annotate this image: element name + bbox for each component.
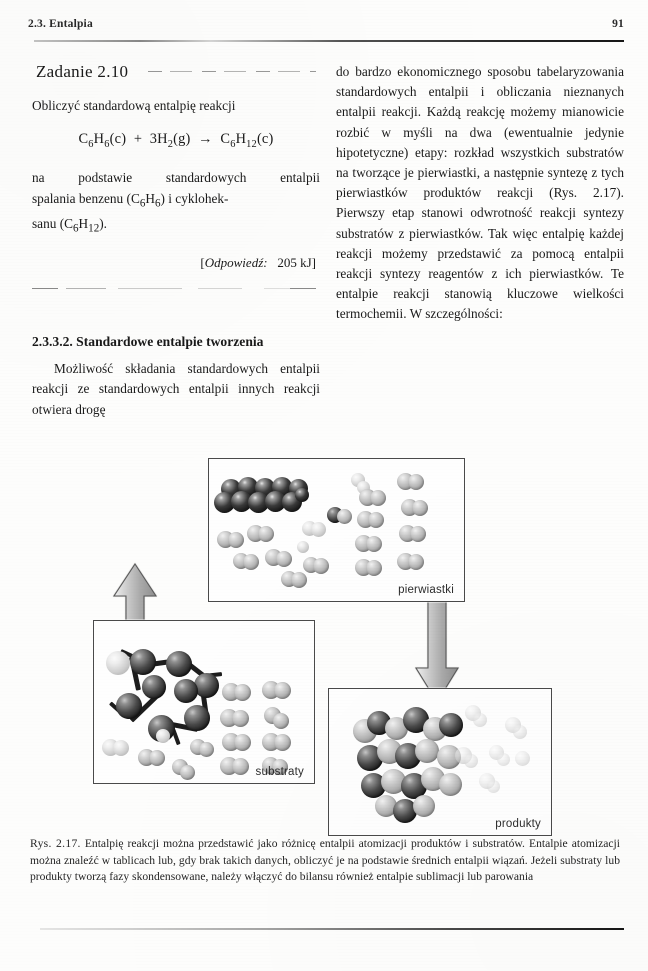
equation-reactant-benzene: C6H6(c) [78,131,127,151]
caption-body: Entalpię reakcji można przedstawić jako … [30,837,620,884]
caption-figure-number: Rys. 2.17. [30,837,81,850]
equation-reactant-hydrogen: 3H2(g) [149,131,191,151]
running-head-title: 2.3. Entalpia [28,18,93,30]
right-column-paragraph: do bardzo ekonomicznego sposobu tabelary… [336,64,624,322]
figure-box-elements: pierwiastki [208,458,465,602]
equation-arrow-icon: → [194,131,217,148]
exercise-basis-text: na podstawie standardowych entalpii spal… [32,170,320,235]
section-body-paragraph: Możliwość składania standardowych entalp… [32,361,320,417]
equation-product-cyclohexane: C6H12(c) [220,131,274,151]
figure-label-substrates: substraty [255,766,304,778]
header-rule [34,40,624,42]
answer-value: 205 kJ [277,255,312,271]
figure-caption: Rys. 2.17. Entalpię reakcji można przeds… [30,836,620,886]
figure-box-products: produkty [328,688,552,836]
figure-box-substrates: substraty [93,620,315,784]
equation-plus-sign: + [130,131,146,148]
page-number: 91 [612,18,624,30]
exercise-title: Zadanie 2.10 [36,62,320,82]
figure-label-elements: pierwiastki [398,584,454,596]
section-heading: 2.3.3.2. Standardowe entalpie tworzenia [32,333,264,349]
exercise-title-text: Zadanie 2.10 [36,62,129,81]
chemical-equation: C6H6(c) + 3H2(g) → C6H12(c) [32,129,320,155]
exercise-answer: [Odpowiedź: 205 kJ] [200,255,316,271]
answer-label: Odpowiedź: [204,255,268,271]
exercise-title-rule [148,71,316,72]
left-column: Zadanie 2.10 Obliczyć standardową entalp… [32,62,320,420]
exercise-bottom-rule [32,287,320,289]
running-head: 2.3. Entalpia 91 [28,18,624,34]
figure-label-products: produkty [495,818,541,830]
right-column: do bardzo ekonomicznego sposobu tabelary… [336,62,624,325]
figure-2-17: pierwiastki [0,440,648,836]
exercise-prompt: Obliczyć standardową entalpię reakcji [32,98,236,114]
footer-rule [40,928,624,930]
